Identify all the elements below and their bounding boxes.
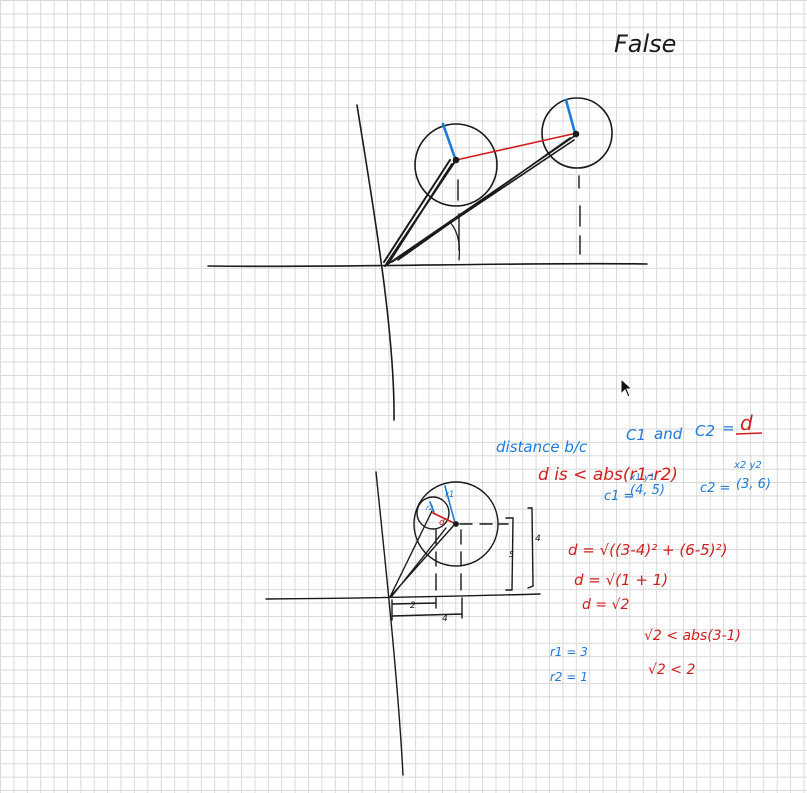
bottom-bracket-5 [505,517,514,591]
top-y-axis [356,104,395,421]
bottom-radius-r1 [444,485,456,524]
bottom-circle-small [416,496,450,530]
note-d: d [740,411,753,435]
top-circle-2 [541,97,613,169]
bottom-radius-r2 [429,501,435,513]
verdict-text: False [614,30,676,58]
top-dashed-2 [578,175,581,255]
mouse-pointer-icon [620,378,634,398]
top-angle-arc [449,221,461,261]
note-cmp1: √2 < abs(3-1) [644,628,741,644]
note-x2y2: x2 y2 [733,460,762,471]
bottom-x-axis [265,593,541,600]
note-c1-value: (4, 5) [630,483,665,498]
bottom-ticks [391,597,463,621]
bottom-center-link [432,512,457,525]
note-c2-label: c2 = [700,481,730,496]
note-cmp2: √2 < 2 [648,662,695,678]
top-circle-1 [414,123,498,207]
bottom-y-axis [375,471,404,776]
note-distance-blue: distance b/c [496,438,588,456]
top-figure [207,97,648,421]
note-c2: C2 [695,422,715,440]
label-height-5: 5 [509,550,514,559]
note-inequality: d is < abs(r1-r2) [538,465,678,485]
bottom-center-dot-1 [453,521,459,527]
bottom-rays [389,510,456,598]
note-c2-value: (3, 6) [736,477,771,492]
top-x-axis [207,262,648,268]
note-c1: C1 [626,426,646,444]
note-and: and [654,425,683,443]
note-x1y1: x1 y1 [629,473,655,483]
top-radius-2 [564,98,577,135]
note-r1: r1 = 3 [550,645,588,659]
label-r1: r1 [445,490,454,500]
top-center-dot-1 [452,156,460,164]
label-tick-2: 2 [410,601,416,611]
top-ray-1 [383,159,457,267]
label-tick-4: 4 [442,614,448,624]
bottom-bracket-4 [527,507,534,589]
note-eq1: d = √((3-4)² + (6-5)²) [568,541,727,559]
top-ray-2 [384,134,577,267]
note-eq3: d = √2 [582,597,629,613]
label-d-small: d [439,518,445,528]
note-eq: = [722,419,735,437]
label-height-4: 4 [535,534,541,544]
bottom-figure [265,471,541,776]
note-r2: r2 = 1 [550,670,588,684]
label-r2: r2 [426,504,434,512]
note-eq2: d = √(1 + 1) [574,571,668,589]
note-c1-label: c1 = [604,489,634,504]
note-d-underline [735,432,763,435]
top-center-link [455,132,578,161]
top-center-dot-2 [572,130,580,138]
top-radius-1 [441,122,457,160]
